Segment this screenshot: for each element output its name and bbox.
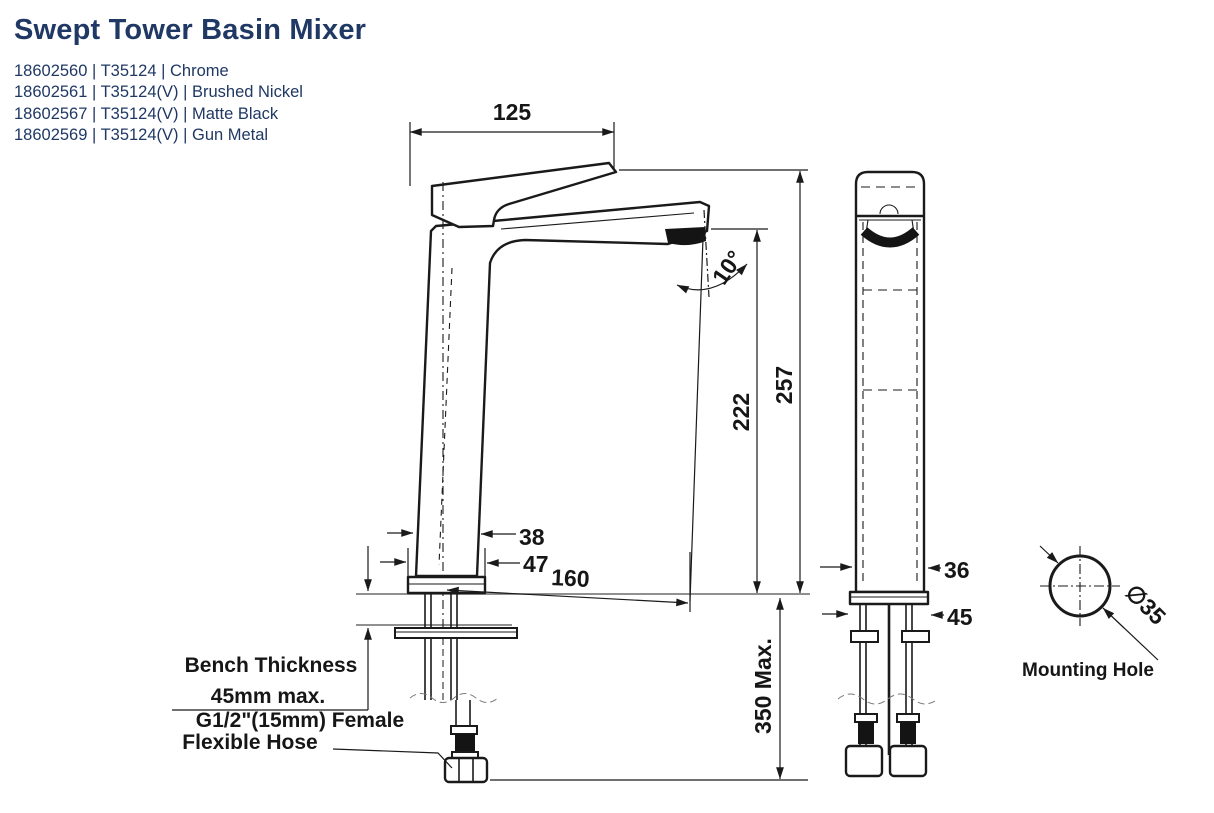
text-annotations: Bench Thickness 45mm max. G1/2"(15mm) Fe… (182, 654, 404, 754)
side-under-bench (837, 604, 939, 778)
variant-row: 18602567 | T35124(V) | Matte Black (14, 104, 279, 123)
side-body-outline (854, 170, 926, 594)
mounting-hole-detail: ∅35 Mounting Hole (1022, 545, 1171, 681)
hose-hex-nut (888, 744, 928, 778)
bench-thickness-value: 45mm max. (211, 685, 325, 708)
dim-257: 257 (771, 366, 797, 404)
dim-36: 36 (944, 557, 970, 583)
aerator (665, 227, 706, 246)
faucet-body-outline (414, 200, 711, 578)
front-dimensions: 125 257 222 10° 38 47 (172, 99, 808, 781)
side-base-flange (848, 590, 930, 606)
dim-arrow (1102, 607, 1125, 629)
dim-125: 125 (493, 99, 532, 125)
angle-arc (676, 263, 748, 294)
base-flange (406, 575, 487, 595)
dim-line-160 (446, 586, 689, 607)
dim-hole-diameter: ∅35 (1120, 579, 1171, 630)
side-view: 36 45 (820, 170, 973, 778)
spout-inner-edge (500, 212, 695, 230)
lever-handle (430, 161, 618, 229)
variant-row: 18602561 | T35124(V) | Brushed Nickel (14, 83, 303, 102)
flexible-hose-label: Flexible Hose (182, 731, 317, 754)
product-header: Swept Tower Basin Mixer 18602560 | T3512… (14, 14, 366, 146)
dim-160: 160 (551, 564, 591, 592)
hose-hex-nut (443, 756, 489, 784)
handle-pin-arc (879, 204, 899, 215)
aerator-side (860, 227, 920, 248)
dim-47: 47 (523, 551, 549, 577)
hose-hex-nut (844, 744, 884, 778)
dim-45: 45 (947, 604, 973, 630)
dim-10deg: 10° (707, 246, 748, 289)
hose-leader (332, 748, 453, 769)
product-title: Swept Tower Basin Mixer (14, 14, 367, 46)
bench-thickness-label: Bench Thickness (185, 654, 358, 677)
variant-row: 18602569 | T35124(V) | Gun Metal (14, 125, 269, 144)
dim-350max: 350 Max. (750, 638, 776, 734)
break-line (409, 693, 499, 703)
dim-222: 222 (728, 393, 754, 431)
hidden-edge (438, 267, 453, 566)
mounting-hole-label: Mounting Hole (1022, 660, 1154, 681)
under-bench-assembly (394, 593, 518, 784)
hose-spec-label: G1/2"(15mm) Female (196, 709, 404, 732)
variant-row: 18602560 | T35124 | Chrome (14, 62, 229, 80)
dim-38: 38 (519, 524, 545, 550)
dim-arrow (1039, 545, 1059, 564)
angle-ref-vertical (703, 209, 710, 298)
break-line (837, 693, 939, 705)
angle-ref-slant (689, 237, 704, 602)
front-view (356, 161, 810, 784)
